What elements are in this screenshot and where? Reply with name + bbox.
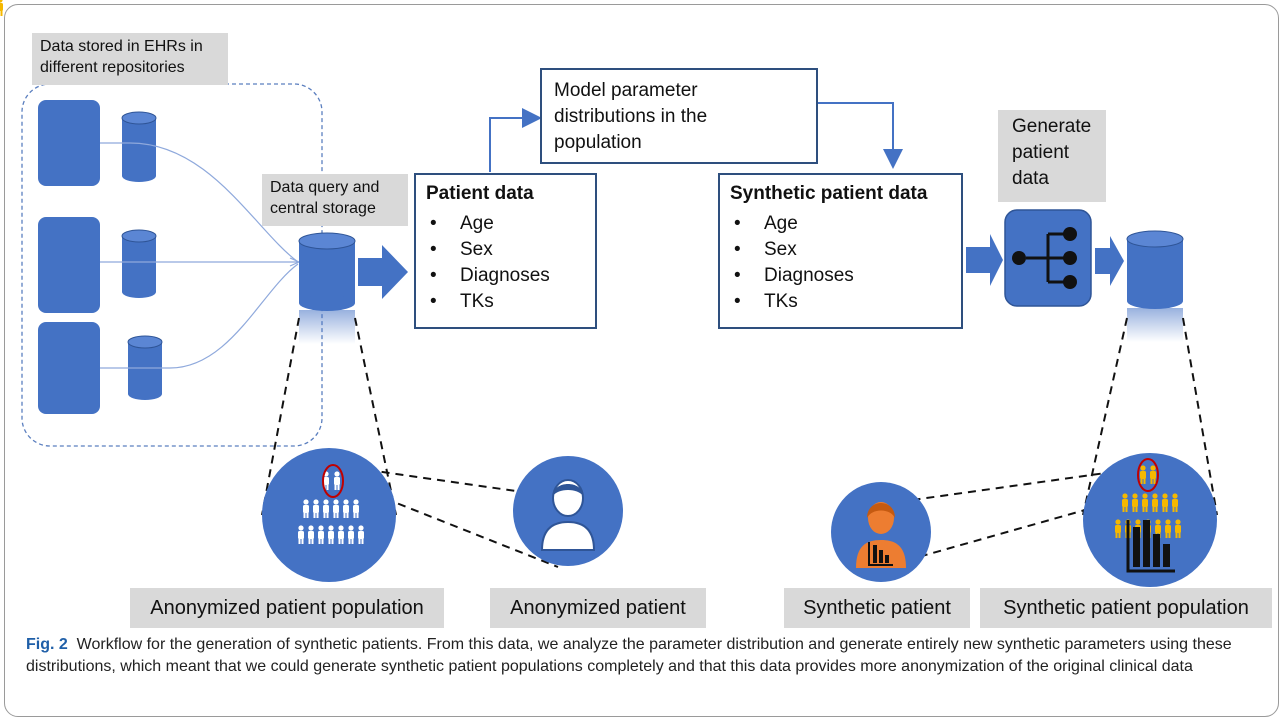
synthetic-database — [1126, 230, 1184, 342]
connector-3 — [100, 263, 299, 369]
figure-number: Fig. 2 — [26, 636, 68, 653]
population-bar-chart-icon — [1126, 520, 1175, 573]
synthetic-data-title: Synthetic patient data — [730, 183, 928, 204]
synthetic-data-item: Diagnoses — [734, 263, 961, 289]
repository-1 — [38, 100, 157, 186]
generator-node — [1004, 209, 1092, 307]
ehr-repos-label: Data stored in EHRs in different reposit… — [32, 33, 228, 85]
patient-data-item: Sex — [430, 237, 595, 263]
generate-label: Generate patient data — [998, 110, 1106, 202]
model-parameter-box: Model parameter distributions in the pop… — [540, 68, 818, 164]
arrow-to-generator — [966, 234, 1003, 286]
synthetic-data-item: Sex — [734, 237, 961, 263]
patient-data-box: Patient data Age Sex Diagnoses TKs — [414, 173, 597, 329]
model-parameter-label: Model parameter distributions in the pop… — [554, 80, 708, 153]
synthetic-data-item: Age — [734, 211, 961, 237]
arrow-patient-to-model — [489, 108, 542, 172]
synthetic-patient-label: Synthetic patient — [784, 588, 970, 628]
patient-data-item: Diagnoses — [430, 263, 595, 289]
patient-data-item: Age — [430, 211, 595, 237]
central-storage-label: Data query and central storage — [262, 174, 408, 226]
anonymized-patient-label: Anonymized patient — [490, 588, 706, 628]
patient-data-title: Patient data — [426, 183, 534, 204]
anonymized-population-label: Anonymized patient population — [130, 588, 444, 628]
synthetic-patient-icon — [831, 482, 931, 582]
figure-caption-text: Workflow for the generation of synthetic… — [26, 636, 1232, 675]
figure-caption: Fig. 2 Workflow for the generation of sy… — [26, 634, 1266, 678]
connector-1 — [100, 142, 299, 263]
synthetic-population-label: Synthetic patient population — [980, 588, 1272, 628]
patient-data-item: TKs — [430, 289, 595, 315]
synthetic-data-list: Age Sex Diagnoses TKs — [720, 211, 961, 315]
arrow-to-patient-data — [358, 245, 408, 299]
central-storage-database — [298, 232, 356, 344]
synthetic-data-box: Synthetic patient data Age Sex Diagnoses… — [718, 173, 963, 329]
repository-2 — [38, 217, 157, 313]
synthetic-data-item: TKs — [734, 289, 961, 315]
synthetic-population-icon — [0, 0, 1217, 587]
figure-frame — [4, 4, 1279, 717]
anonymized-patient-icon — [513, 456, 623, 566]
arrow-to-synthetic-db — [1095, 236, 1124, 286]
patient-data-list: Age Sex Diagnoses TKs — [416, 211, 595, 315]
arrow-model-to-synthetic — [818, 102, 903, 169]
